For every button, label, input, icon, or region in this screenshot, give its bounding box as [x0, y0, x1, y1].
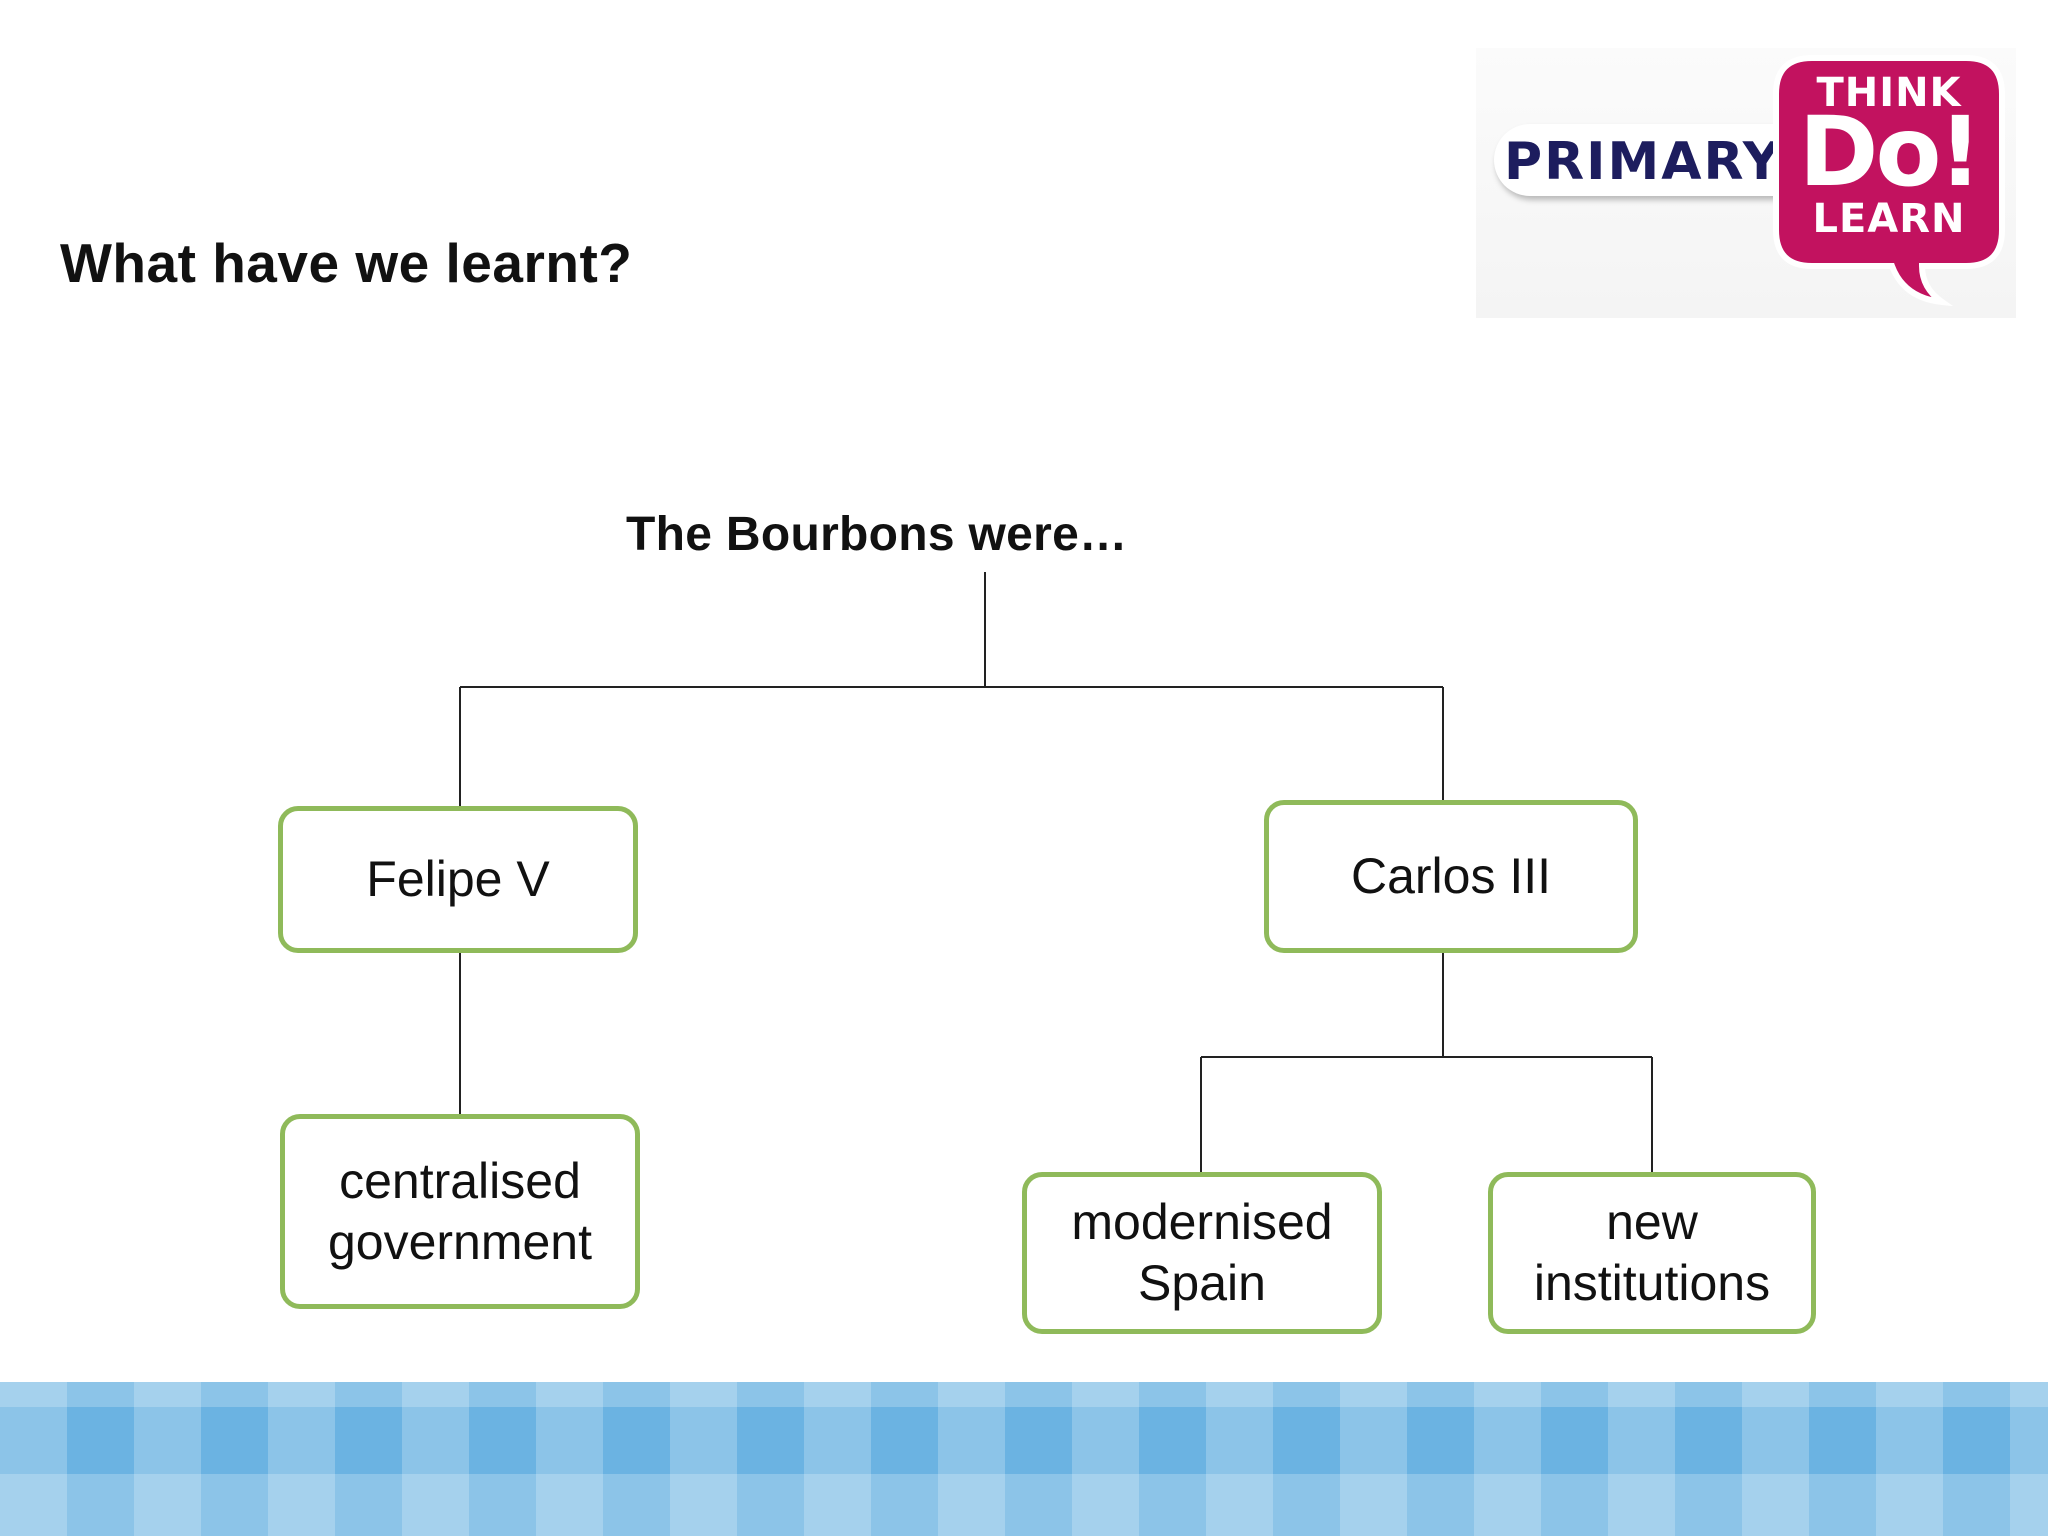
node-centralised-government: centralised government — [280, 1114, 640, 1309]
diagram-root-label: The Bourbons were… — [626, 508, 1128, 561]
logo-do-text: Do! — [1798, 96, 1982, 208]
node-centralised-line-1: centralised — [339, 1152, 581, 1209]
logo-speech-bubble — [1773, 55, 2005, 306]
brand-logo: PRIMARY THINK Do! LEARN — [1476, 48, 2016, 318]
node-centralised-line-2: government — [327, 1213, 593, 1270]
footer-checker-band — [0, 1382, 2048, 1536]
node-felipe-v: Felipe V — [278, 806, 638, 953]
logo-think-text: THINK — [1816, 70, 1962, 116]
node-carlos-iii-label: Carlos III — [1350, 848, 1552, 904]
node-modernised-line-2: Spain — [1138, 1255, 1266, 1311]
node-institutions-line-2: institutions — [1533, 1255, 1771, 1311]
node-new-institutions: new institutions — [1488, 1172, 1816, 1334]
slide-title: What have we learnt? — [60, 232, 633, 294]
node-carlos-iii: Carlos III — [1264, 800, 1638, 953]
node-modernised-text: modernised Spain — [1071, 1192, 1332, 1314]
logo-learn-text: LEARN — [1812, 196, 1966, 242]
node-modernised-line-1: modernised — [1071, 1194, 1333, 1250]
node-institutions-line-1: new — [1606, 1194, 1698, 1250]
node-centralised-text: centralised government — [328, 1151, 592, 1273]
node-felipe-v-label: Felipe V — [366, 851, 550, 907]
logo-primary-text: PRIMARY — [1504, 132, 1783, 192]
logo-primary-tab: PRIMARY — [1494, 124, 1824, 196]
node-modernised-spain: modernised Spain — [1022, 1172, 1382, 1334]
node-institutions-text: new institutions — [1534, 1192, 1770, 1314]
